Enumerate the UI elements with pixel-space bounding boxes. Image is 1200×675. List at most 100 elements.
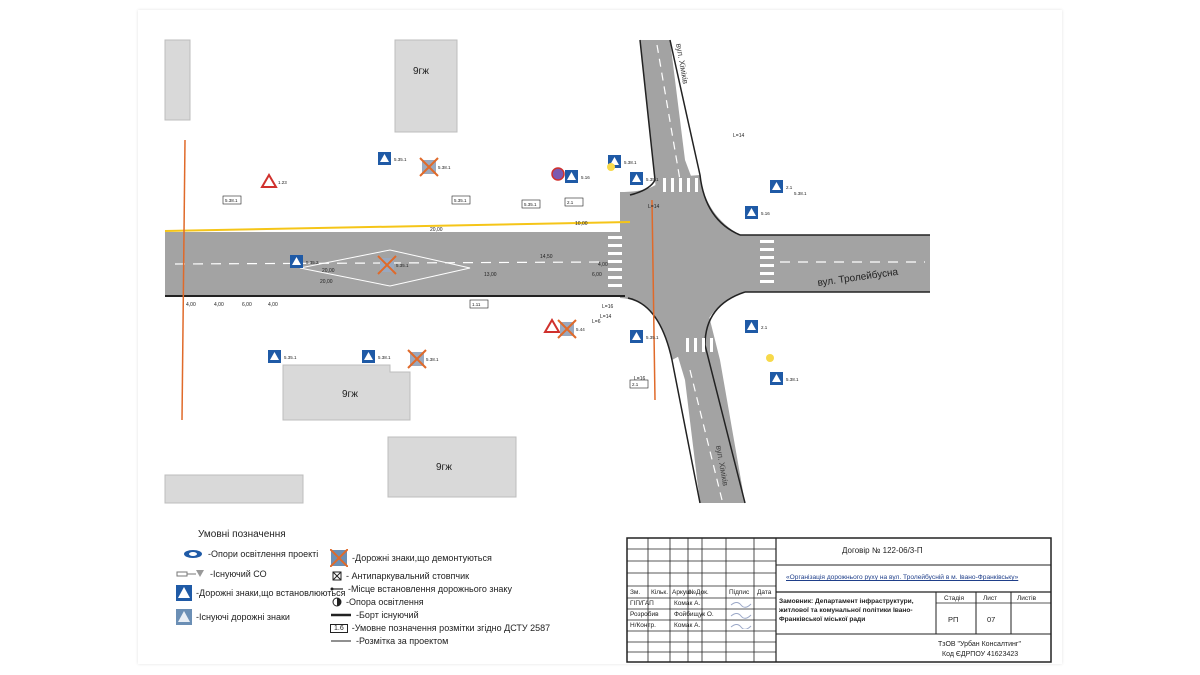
- dimension-label: 4,00: [214, 302, 224, 308]
- road-sign: 5.35.1: [630, 330, 659, 343]
- curb-vertical-right: [669, 39, 741, 236]
- road-sign: 5.35.1: [451, 195, 471, 205]
- legend-label: -Опора освітлення: [346, 597, 424, 607]
- road-sign: 5.35.1: [378, 152, 407, 165]
- sign-label: 5.35.1: [284, 355, 297, 360]
- dimension-label: 14,50: [540, 254, 553, 260]
- legend-label: -Борт існуючий: [356, 610, 419, 620]
- legend-item-marking-line: -Розмітка за проектом: [330, 636, 448, 646]
- dimension-label: L=6: [592, 319, 601, 325]
- stage-value: РП: [948, 615, 959, 624]
- dimension-label: 13,00: [484, 272, 497, 278]
- sign-label: 5.16: [581, 175, 590, 180]
- crosswalk-west: [608, 236, 622, 287]
- building-bottom-9-b: [387, 436, 517, 498]
- traffic-light-icon: [176, 570, 204, 577]
- sign-label: 2.1: [632, 382, 639, 387]
- crosswalk-south: [686, 338, 721, 352]
- road-sign: 5.35.1: [521, 199, 541, 209]
- sheets-label: Листів: [1017, 595, 1037, 602]
- sign-label: 5.38.1: [786, 377, 799, 382]
- project-line-left: [181, 139, 186, 421]
- road-sign: 5.38.1: [419, 157, 451, 177]
- road-sign: 5.35.1: [630, 172, 659, 185]
- sign-label: 5.35.2: [306, 260, 319, 265]
- title-block-grid: [626, 537, 1052, 663]
- name-gip: Комак А.: [674, 600, 701, 607]
- dimension-label: 10,00: [575, 221, 588, 227]
- road-sign: 2.1: [770, 180, 793, 193]
- main-road: [165, 232, 660, 296]
- road-sign: 1.11: [469, 299, 489, 309]
- road-sign: 5.44: [557, 319, 585, 339]
- road-sign: 5.35.1: [377, 255, 409, 275]
- legend-item-sign-removed: -Дорожні знаки,що демонтуються: [330, 549, 492, 567]
- header-kilk: Кільк.: [651, 589, 669, 596]
- legend-item-sign-existing: -Існуючі дорожні знаки: [176, 609, 290, 625]
- header-ndok: №Док.: [689, 589, 709, 596]
- header-pidpys: Підпис: [729, 589, 750, 596]
- dimension-label: 20,00: [320, 279, 333, 285]
- header-arkush: Аркуш: [672, 589, 692, 596]
- sign-label: 5.35.1: [394, 157, 407, 162]
- marking-line-icon: [331, 640, 351, 642]
- legend-item-lamp-projected: -Опори освітлення проекті: [182, 549, 318, 559]
- sign-label: 1.23: [278, 180, 287, 185]
- road-sign: 5.38.1: [794, 191, 807, 196]
- legend-item-sign-place: -Місце встановлення дорожнього знаку: [330, 584, 512, 594]
- legend-label: -Умовне позначення розмітки згідно ДСТУ …: [351, 623, 551, 633]
- dimension-label: 4,00: [598, 262, 608, 268]
- dimension-label: L=14: [600, 314, 611, 320]
- lane-vertical-center: [656, 44, 681, 181]
- sign-label: 5.35.1: [454, 198, 467, 203]
- company-name: ТзОВ "Урбан Консалтинг": [938, 641, 1021, 648]
- street-label-top: вул. Хіміків: [674, 43, 690, 85]
- road-sign-existing-icon: [176, 609, 192, 625]
- road-sign: 5.16: [745, 206, 770, 219]
- sign-label: 5.44: [576, 327, 585, 332]
- crosswalk-north: [663, 178, 698, 192]
- legend-label: -Дорожні знаки,що демонтуються: [352, 553, 492, 563]
- sign-label: 5.35.1: [524, 202, 537, 207]
- building-bottom-left: [164, 474, 304, 504]
- road-sign: 5.35.1: [268, 350, 297, 363]
- building-label-bottom-a: 9гж: [342, 389, 358, 400]
- legend-label: -Опори освітлення проекті: [208, 549, 319, 559]
- lamp-projected-icon: [184, 550, 202, 558]
- curb-vertical-lower-left: [627, 297, 701, 504]
- legend-label: -Дорожні знаки,що встановлюються: [196, 588, 346, 598]
- lamp-pole-icon: [332, 597, 342, 607]
- road-sign: 2.1: [745, 320, 768, 333]
- sign-label: 5.38.1: [225, 198, 238, 203]
- sign-label: 1.11: [472, 302, 481, 307]
- curb-vertical-lower-right: [704, 291, 746, 504]
- dimension-label: 4,00: [268, 302, 278, 308]
- sign-label: 5.38.1: [794, 191, 807, 196]
- sign-label: 2.1: [761, 325, 768, 330]
- bollard-icon: [332, 571, 342, 581]
- building-bottom-9-a: [282, 364, 411, 421]
- customer: Замовник: Департамент інфраструктури, жи…: [779, 598, 914, 623]
- legend-label: - Антипаркувальний стовпчик: [346, 571, 470, 581]
- sign-label: 5.35.1: [646, 335, 659, 340]
- road-sign: 5.38.1: [407, 349, 439, 369]
- road-sign: 5.16: [565, 170, 590, 183]
- road-sign-new-icon: [176, 585, 192, 601]
- sheet-label: Лист: [983, 595, 998, 602]
- road-sign: 5.35.2: [290, 255, 319, 268]
- role-developer: Розробив: [630, 611, 659, 618]
- sign-place-icon: [330, 587, 343, 591]
- sign-label: 2.1: [786, 185, 793, 190]
- building-top-9: [394, 39, 458, 133]
- stage-label: Стадія: [944, 595, 964, 602]
- dimension-label: L=16: [634, 376, 645, 382]
- company-code: Код ЄДРПОУ 41623423: [942, 651, 1019, 658]
- roads: [164, 39, 930, 504]
- role-gip: ГІП/ГАП: [630, 600, 654, 607]
- island-hatching: [299, 249, 471, 287]
- legend: Умовні позначення -Опори освітлення прое…: [170, 527, 610, 657]
- signs-layer: 1.235.38.15.35.15.38.13.345.165.38.15.35…: [222, 152, 807, 389]
- curb-top: [164, 221, 631, 232]
